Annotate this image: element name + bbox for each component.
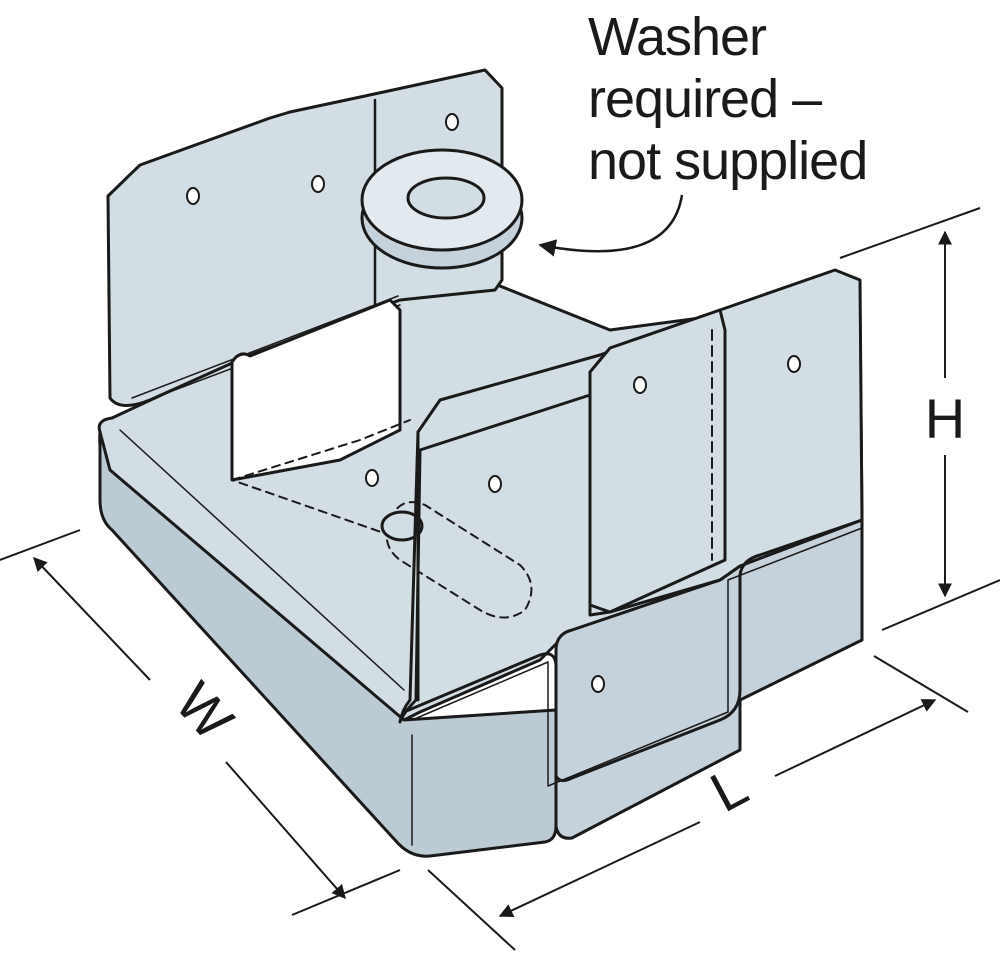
callout-leader: [538, 194, 684, 257]
length-dimension: [427, 655, 969, 951]
length-label: L: [700, 754, 757, 824]
callout-line-1: Washer: [588, 7, 767, 67]
washer-callout: Washer required – not supplied: [588, 6, 868, 192]
fastener-holes: [186, 113, 801, 693]
inner-channel: [230, 298, 402, 482]
callout-line-3: not supplied: [588, 131, 868, 191]
height-label: H: [925, 387, 965, 450]
width-dimension: [0, 529, 401, 916]
front-flap: [588, 308, 727, 614]
washer-hole: [406, 176, 486, 220]
width-label: W: [163, 670, 245, 752]
bent-strap: [402, 518, 864, 783]
base-slot: [385, 501, 533, 619]
height-dimension: [839, 207, 1000, 631]
callout-line-2: required –: [588, 69, 822, 129]
